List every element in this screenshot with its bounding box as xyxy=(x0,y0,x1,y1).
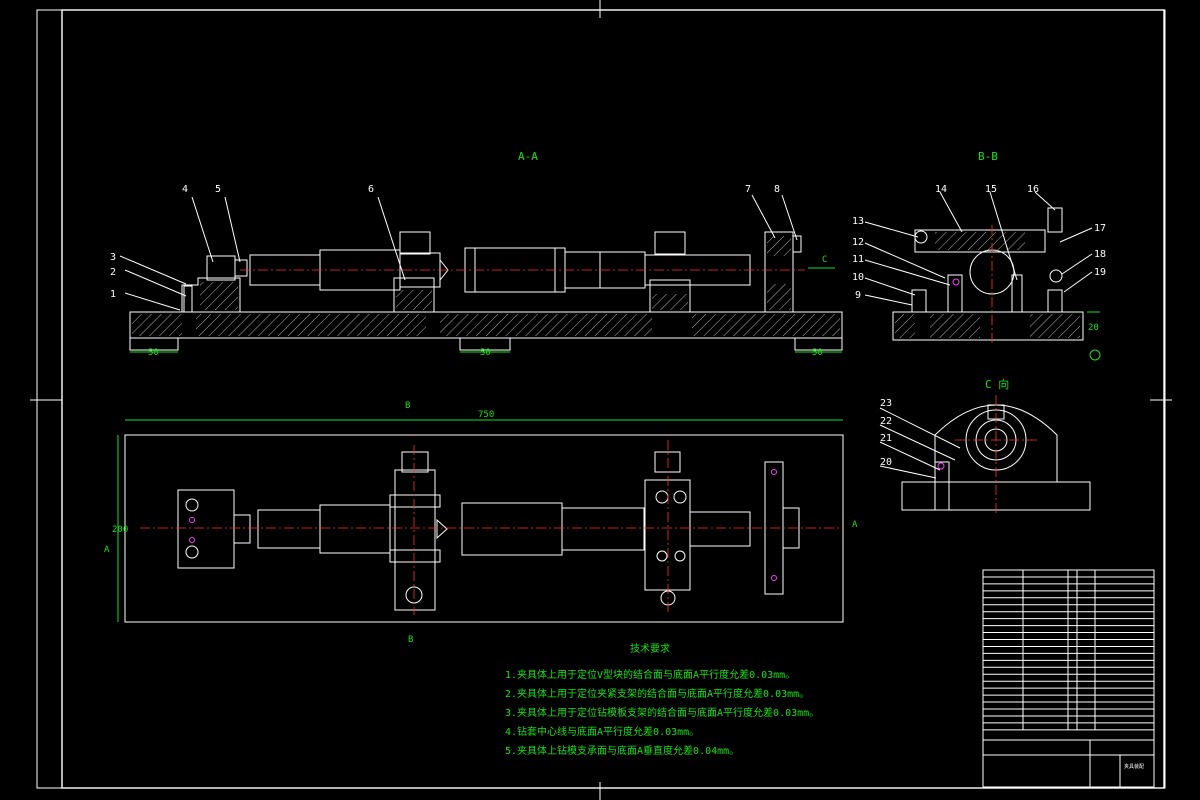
technical-notes: 技术要求 1.夹具体上用于定位V型块的结合面与底面A平行度允差0.03mm。 2… xyxy=(505,642,819,757)
view-c: C 向 23 22 21 20 xyxy=(879,377,1091,515)
balloon-8: 8 xyxy=(774,184,780,195)
balloon-22: 22 xyxy=(880,416,892,427)
balloon-10: 10 xyxy=(852,272,864,283)
balloon-5: 5 xyxy=(215,184,221,195)
balloon-14: 14 xyxy=(935,184,947,195)
note-3: 3.夹具体上用于定位钻模板支架的结合面与底面A平行度允差0.03mm。 xyxy=(505,706,819,719)
a-section-left: A xyxy=(104,545,110,555)
dim-50-left: 50 xyxy=(148,348,159,358)
view-label-bb: B-B xyxy=(978,150,998,163)
balloon-21: 21 xyxy=(880,433,892,444)
view-label-aa: A-A xyxy=(518,150,538,163)
balloon-3: 3 xyxy=(110,252,116,263)
view-label-c: C 向 xyxy=(985,377,1009,391)
dim-50-right: 50 xyxy=(812,348,823,358)
balloon-2: 2 xyxy=(110,267,116,278)
balloon-18: 18 xyxy=(1094,249,1106,260)
balloon-20: 20 xyxy=(880,457,892,468)
balloon-17: 17 xyxy=(1094,223,1106,234)
balloon-23: 23 xyxy=(880,398,892,409)
dim-750: 750 xyxy=(478,410,494,420)
balloon-13: 13 xyxy=(852,216,864,227)
balloon-12: 12 xyxy=(852,237,864,248)
c-direction-arrow: C xyxy=(822,255,827,265)
dim-20: 20 xyxy=(1088,323,1099,333)
balloon-4: 4 xyxy=(182,184,188,195)
section-aa-view: A-A xyxy=(110,150,843,358)
balloon-19: 19 xyxy=(1094,267,1106,278)
drawing-name: 夹具装配 xyxy=(1124,763,1144,770)
b-section-top: B xyxy=(405,401,410,411)
section-bb-view: B-B 20 9 10 11 12 13 14 xyxy=(852,150,1106,361)
a-section-right: A xyxy=(852,520,858,530)
note-4: 4.钻套中心线与底面A平行度允差0.03mm。 xyxy=(505,725,699,738)
balloon-1: 1 xyxy=(110,289,116,300)
balloon-15: 15 xyxy=(985,184,997,195)
b-section-bottom: B xyxy=(408,635,413,645)
note-1: 1.夹具体上用于定位V型块的结合面与底面A平行度允差0.03mm。 xyxy=(505,668,795,681)
balloon-11: 11 xyxy=(852,254,864,265)
note-2: 2.夹具体上用于定位夹紧支架的结合面与底面A平行度允差0.03mm。 xyxy=(505,687,809,700)
dim-50-mid: 50 xyxy=(480,348,491,358)
plan-view: 750 200 B B A A xyxy=(104,401,858,645)
balloon-6: 6 xyxy=(368,184,374,195)
notes-title: 技术要求 xyxy=(630,642,670,655)
balloon-7: 7 xyxy=(745,184,751,195)
title-block: 夹具装配 xyxy=(982,569,1155,788)
note-5: 5.夹具体上钻模支承面与底面A垂直度允差0.04mm。 xyxy=(505,744,739,757)
balloon-16: 16 xyxy=(1027,184,1039,195)
dim-200: 200 xyxy=(112,525,128,535)
sheet-border xyxy=(30,0,1172,800)
balloon-9: 9 xyxy=(855,290,861,301)
